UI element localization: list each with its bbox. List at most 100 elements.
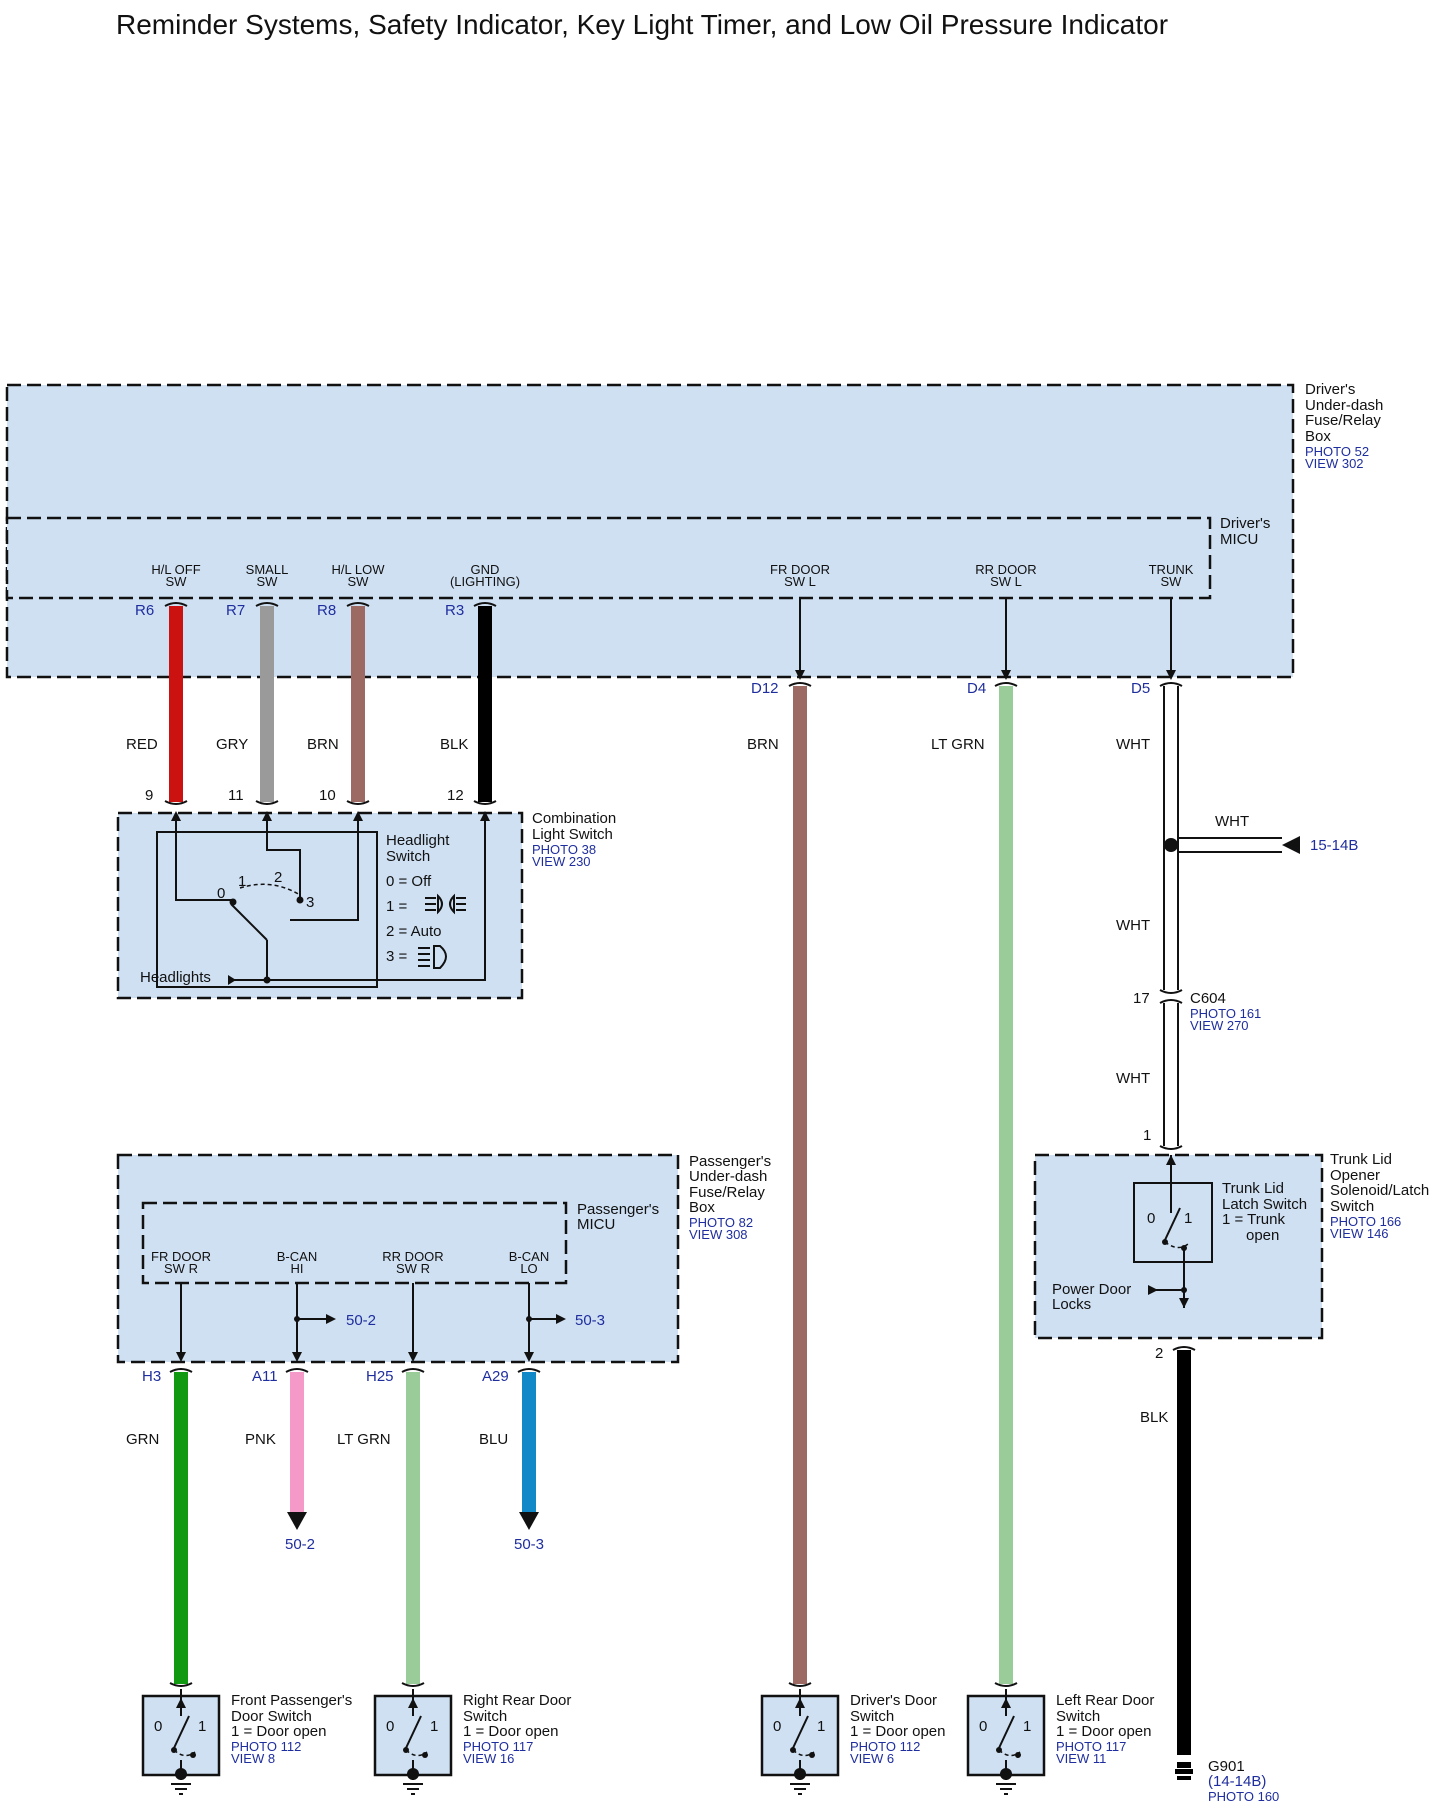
terminal-label: SW: [1161, 574, 1183, 589]
ground-icon: [996, 1783, 1016, 1795]
switch-blade: [405, 1715, 422, 1749]
switch-view: VIEW 16: [463, 1751, 514, 1766]
connector-code: R7: [226, 602, 245, 619]
page-ref: 50-3: [575, 1312, 605, 1329]
switch-position: 1: [817, 1718, 825, 1735]
wire-label: BRN: [307, 736, 339, 753]
trunk-latch-contacts: 0 1: [1147, 1155, 1192, 1308]
ground-node: [1000, 1768, 1012, 1780]
switch-travel: [173, 1749, 196, 1757]
switch-name-line: Switch: [463, 1708, 507, 1725]
contact-number: 0: [217, 885, 225, 902]
terminal-label: B-CAN: [509, 1249, 549, 1264]
wire-label: WHT: [1116, 736, 1150, 753]
drivers-micu-label-line: Driver's: [1220, 515, 1270, 532]
connector-code: R6: [135, 602, 154, 619]
wire-label: BRN: [747, 736, 779, 753]
connector-code: A29: [482, 1368, 509, 1385]
drivers-connector-codes: R6 R7 R8 R3 D12 D4 D5: [135, 602, 1150, 697]
terminal-label: SW R: [396, 1261, 430, 1276]
connector-code: H25: [366, 1368, 394, 1385]
switch-position: 1: [1184, 1210, 1192, 1227]
contact-number: 3: [306, 894, 314, 911]
drivers-box-label-line: Driver's: [1305, 381, 1355, 398]
switch-contact: [1015, 1752, 1021, 1758]
wire-label: BLK: [1140, 1409, 1168, 1426]
drivers-micu-label-line: MICU: [1220, 531, 1258, 548]
switch-blade: [792, 1715, 809, 1749]
switch-arrow: [1001, 1698, 1011, 1708]
combination-switch-label: Combination Light Switch PHOTO 38 VIEW 2…: [532, 810, 616, 869]
passenger-wires: [169, 1368, 541, 1687]
switch-blade: [173, 1715, 190, 1749]
switch-view: VIEW 6: [850, 1751, 894, 1766]
switch-name-line: Front Passenger's: [231, 1692, 352, 1709]
diagram-title: Reminder Systems, Safety Indicator, Key …: [116, 9, 1168, 40]
contact-number: 1: [238, 873, 246, 890]
trunk-ground-wire: 2 BLK: [1140, 1345, 1196, 1780]
headlight-switch-label: Switch: [386, 848, 430, 865]
latch-label-line: open: [1246, 1227, 1279, 1244]
switch-travel: [405, 1749, 428, 1757]
wire-label: BLU: [479, 1431, 508, 1448]
drivers-door-wire: [788, 598, 812, 1687]
switch-blade: [998, 1715, 1015, 1749]
ground-node: [407, 1768, 419, 1780]
connector-caps: [164, 602, 497, 805]
switch-label-line: Combination: [532, 810, 616, 827]
wire-gry: [260, 606, 274, 802]
terminal-label: FR DOOR: [151, 1249, 211, 1264]
switch-photo: PHOTO 112: [850, 1739, 920, 1754]
ground-icon: [403, 1783, 423, 1795]
splice-labels: WHT 15-14B WHT 17 C604 PHOTO 161 VIEW 27…: [1116, 813, 1358, 1144]
switch-contact: [422, 1752, 428, 1758]
connector-code: H3: [142, 1368, 161, 1385]
trunk-wire: [1159, 598, 1300, 1150]
terminal-label: H/L OFF: [151, 562, 200, 577]
passenger-box-label: Passenger's Under-dash Fuse/Relay Box PH…: [577, 1153, 771, 1242]
drivers-box-view: VIEW 302: [1305, 456, 1364, 471]
passenger-label-line: Passenger's: [689, 1153, 771, 1170]
wire-label: LT GRN: [931, 736, 985, 753]
headlight-switch-legend: Headlight Switch 0 = Off 1 = 2 = Auto 3 …: [386, 832, 466, 969]
terminal-label: GND: [471, 562, 500, 577]
connector-view: VIEW 270: [1190, 1018, 1249, 1033]
connector-code: R3: [445, 602, 464, 619]
terminal-label: SMALL: [246, 562, 289, 577]
pin-number: 17: [1133, 990, 1150, 1007]
passenger-view: VIEW 308: [689, 1227, 748, 1242]
trunk-latch-label: Trunk Lid Latch Switch 1 = Trunk open Po…: [1052, 1180, 1307, 1313]
ground-g901-label: G901 (14-14B) PHOTO 160: [1208, 1758, 1279, 1804]
wire-label: GRN: [126, 1431, 159, 1448]
pin-number: 11: [228, 787, 244, 804]
passenger-label-line: Under-dash: [689, 1168, 767, 1185]
passenger-wire-labels: GRN PNK LT GRN BLU 50-2 50-3: [126, 1431, 544, 1553]
wire-label: LT GRN: [337, 1431, 391, 1448]
terminal-label: H/L LOW: [332, 562, 386, 577]
switch-travel: [792, 1749, 815, 1757]
terminal-label: SW: [257, 574, 279, 589]
passenger-terminal-labels: FR DOOR SW R B-CAN HI RR DOOR SW R B-CAN…: [151, 1249, 549, 1276]
latch-label-line: 1 = Trunk: [1222, 1211, 1285, 1228]
passenger-micu: [141, 1201, 568, 1285]
terminal-label: (LIGHTING): [450, 574, 520, 589]
switch-arrow: [795, 1698, 805, 1708]
terminal-label: RR DOOR: [382, 1249, 443, 1264]
headlights-label: Headlights: [140, 969, 211, 986]
pin-number: 12: [447, 787, 464, 804]
switch-photo: PHOTO 117: [1056, 1739, 1126, 1754]
ground-icon: [171, 1783, 191, 1795]
drivers-micu-label: Driver's MICU: [1220, 515, 1270, 548]
switch-view: VIEW 11: [1056, 1751, 1106, 1766]
ground-icon: [790, 1783, 810, 1795]
terminal-label: SW: [166, 574, 188, 589]
terminal-label: SW L: [784, 574, 816, 589]
ground-photo: PHOTO 160: [1208, 1789, 1279, 1804]
wire-label: WHT: [1116, 1070, 1150, 1087]
page-ref: 50-2: [346, 1312, 376, 1329]
connector-code: C604: [1190, 990, 1226, 1007]
terminal-label: SW R: [164, 1261, 198, 1276]
passenger-connector-codes: H3 A11 H25 A29: [142, 1368, 509, 1385]
